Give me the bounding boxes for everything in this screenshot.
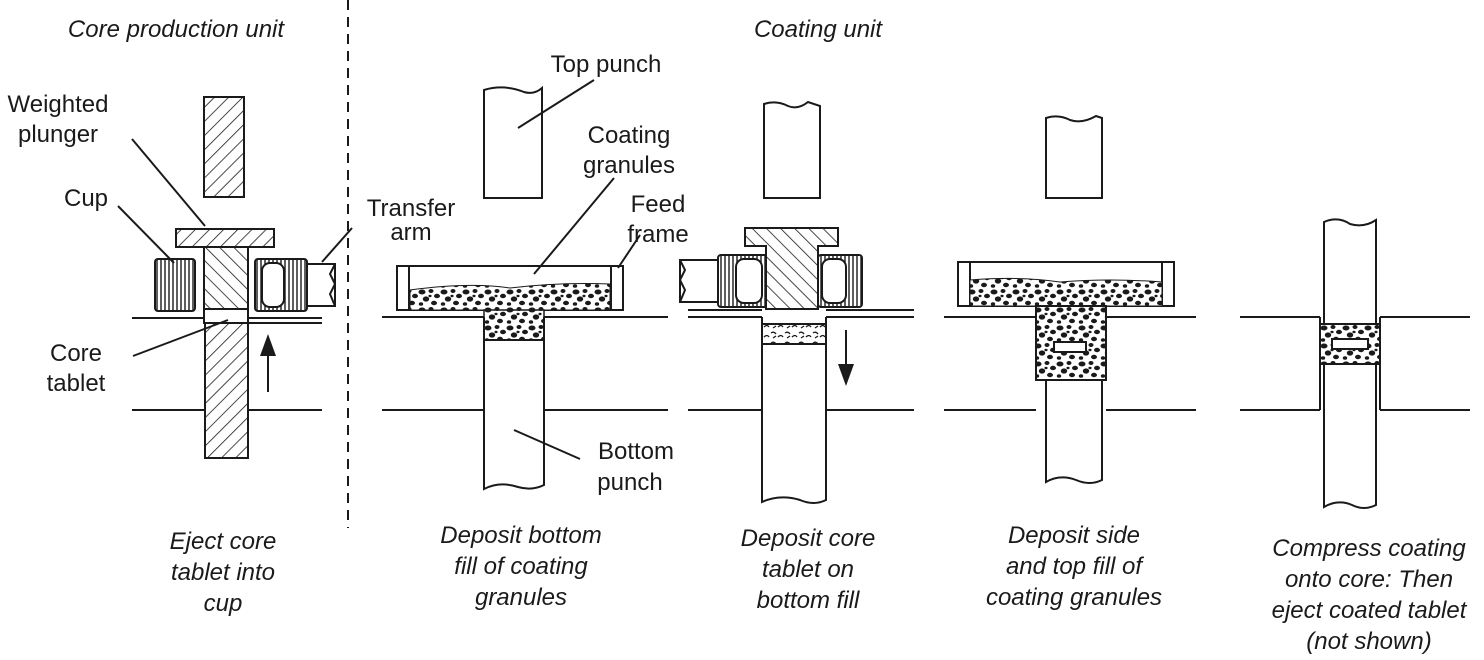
label-bottom: Bottom bbox=[598, 438, 674, 465]
leader-top-punch bbox=[517, 79, 595, 129]
step3-bottom-punch bbox=[761, 343, 827, 504]
step5-compress: Compress coating onto core: Then eject c… bbox=[1240, 218, 1470, 655]
label-core: Core bbox=[50, 340, 102, 367]
label-punch: punch bbox=[597, 469, 662, 496]
caption-step4-line2: and top fill of bbox=[1006, 553, 1144, 580]
leader-coating-granules bbox=[533, 177, 615, 275]
caption-step1-line2: tablet into bbox=[171, 559, 275, 586]
label-feed: Feed bbox=[631, 191, 686, 218]
label-tablet: tablet bbox=[47, 370, 106, 397]
label-top-punch: Top punch bbox=[551, 51, 662, 78]
weighted-plunger-shaft bbox=[203, 246, 249, 310]
caption-step2-line2: fill of coating bbox=[454, 553, 588, 580]
caption-step1-line1: Eject core bbox=[170, 528, 277, 555]
step4-side-top-fill: Deposit side and top fill of coating gra… bbox=[944, 114, 1196, 611]
caption-step3-line3: bottom fill bbox=[757, 587, 860, 614]
caption-step2-line1: Deposit bottom bbox=[440, 522, 601, 549]
step4-top-punch bbox=[1045, 114, 1103, 199]
step2-bottom-fill: Top punch Coating granules Feed frame Bo… bbox=[382, 51, 689, 611]
core-unit-header: Core production unit bbox=[68, 16, 285, 43]
caption-step1-line3: cup bbox=[204, 590, 243, 617]
leader-feed-frame bbox=[617, 234, 641, 269]
core-top-punch bbox=[203, 96, 245, 198]
leader-cup bbox=[117, 205, 175, 264]
step1-core-ejection: Weighted plunger Cup Core tablet Transfe… bbox=[8, 91, 456, 617]
step2-top-punch bbox=[483, 85, 543, 199]
label-arm: arm bbox=[390, 219, 431, 246]
label-plunger: plunger bbox=[18, 121, 98, 148]
leader-bottom-punch bbox=[513, 429, 581, 460]
caption-step4-line3: coating granules bbox=[986, 584, 1162, 611]
caption-step5-line2: onto core: Then bbox=[1285, 566, 1453, 593]
label-granules: granules bbox=[583, 152, 675, 179]
caption-step4-line1: Deposit side bbox=[1008, 522, 1140, 549]
label-transfer: Transfer bbox=[367, 195, 455, 222]
step5-top-punch bbox=[1323, 218, 1377, 325]
step3-weighted-plunger bbox=[744, 227, 839, 310]
leader-core-tablet bbox=[132, 319, 229, 357]
label-cup: Cup bbox=[64, 185, 108, 212]
transfer-arm bbox=[306, 263, 336, 307]
label-coating: Coating bbox=[588, 122, 671, 149]
label-frame: frame bbox=[627, 221, 688, 248]
leader-transfer-arm bbox=[321, 227, 353, 263]
leader-weighted-plunger bbox=[131, 138, 206, 227]
caption-step3-line2: tablet on bbox=[762, 556, 854, 583]
arrow-down-icon bbox=[838, 364, 854, 386]
caption-step5-line1: Compress coating bbox=[1272, 535, 1466, 562]
step4-bottom-punch bbox=[1045, 379, 1103, 484]
step2-bottom-punch bbox=[483, 339, 545, 491]
coating-unit-header: Coating unit bbox=[754, 16, 883, 43]
caption-step3-line1: Deposit core bbox=[741, 525, 876, 552]
arrow-up-icon bbox=[260, 334, 276, 356]
step3-deposit-core: Deposit core tablet on bottom fill bbox=[678, 100, 914, 614]
weighted-plunger-plate bbox=[175, 228, 275, 248]
label-weighted: Weighted bbox=[8, 91, 109, 118]
caption-step5-line3: eject coated tablet bbox=[1272, 597, 1468, 624]
caption-step5-line4: (not shown) bbox=[1306, 628, 1431, 655]
caption-step2-line3: granules bbox=[475, 584, 567, 611]
step4-coating-granules bbox=[969, 277, 1163, 307]
step5-bottom-punch bbox=[1323, 363, 1377, 509]
cup-left bbox=[154, 258, 196, 312]
step2-coating-granules bbox=[409, 283, 611, 311]
core-bottom-punch bbox=[204, 322, 249, 459]
step3-top-punch bbox=[763, 100, 821, 199]
step3-core-on-fill bbox=[761, 323, 827, 345]
